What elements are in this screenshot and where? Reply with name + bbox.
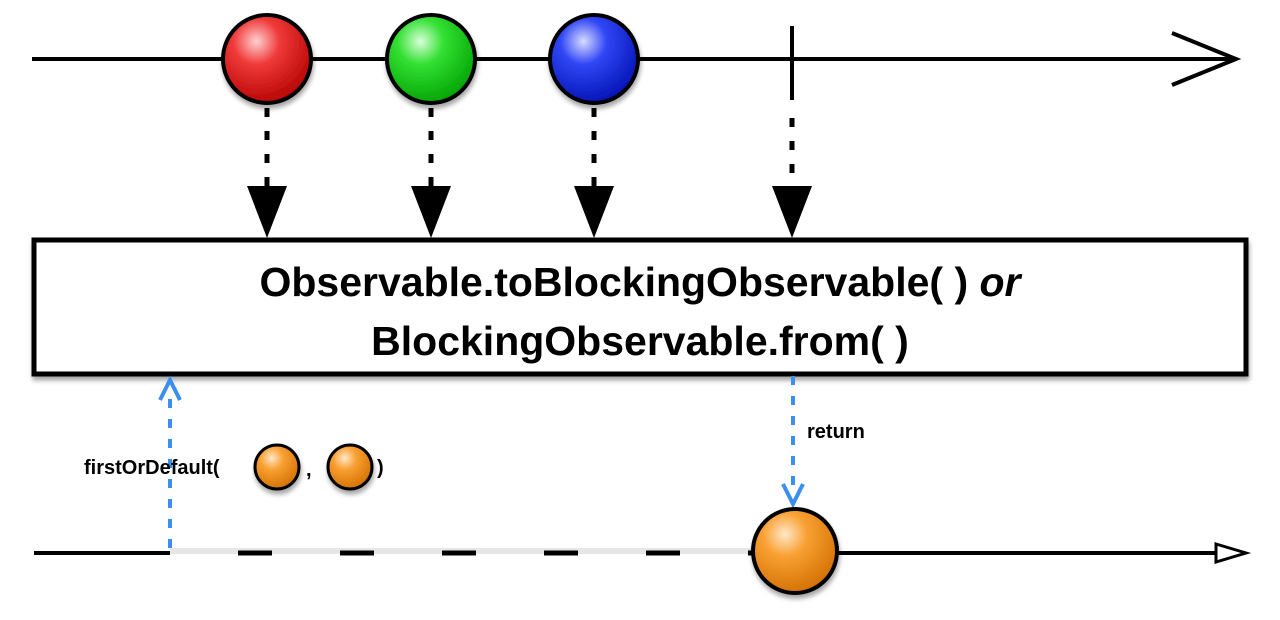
emission-arrows	[247, 108, 812, 238]
call-separator: ,	[306, 459, 312, 481]
call-label: firstOrDefault( , )	[84, 443, 384, 491]
arrow-down-icon	[247, 186, 287, 238]
green-marble-icon	[385, 13, 477, 105]
call-arrow	[158, 375, 182, 548]
arrow-down-icon	[772, 186, 812, 238]
orange-marble-icon	[253, 443, 301, 491]
arrow-up-icon	[158, 375, 182, 401]
call-prefix: firstOrDefault(	[84, 457, 220, 479]
return-arrow: return	[781, 376, 865, 509]
result-timeline	[34, 541, 1252, 565]
orange-marble-icon	[326, 443, 374, 491]
source-timeline-arrowhead	[1171, 31, 1242, 87]
return-label: return	[807, 421, 865, 443]
operator-line-2: BlockingObservable.from( )	[371, 318, 909, 364]
operator-box	[31, 237, 1249, 377]
red-marble-icon	[221, 13, 313, 105]
blue-marble-icon	[548, 13, 640, 105]
operator-or-word: or	[980, 259, 1023, 305]
operator-line-1: Observable.toBlockingObservable( ) or	[260, 259, 1023, 305]
result-timeline-arrowhead	[1214, 541, 1252, 565]
arrow-down-icon	[574, 186, 614, 238]
call-suffix: )	[377, 457, 384, 479]
operator-method-1: Observable.toBlockingObservable( )	[260, 259, 969, 305]
orange-marble-icon	[751, 507, 839, 595]
arrow-down-icon	[411, 186, 451, 238]
arrow-down-icon	[781, 483, 805, 509]
